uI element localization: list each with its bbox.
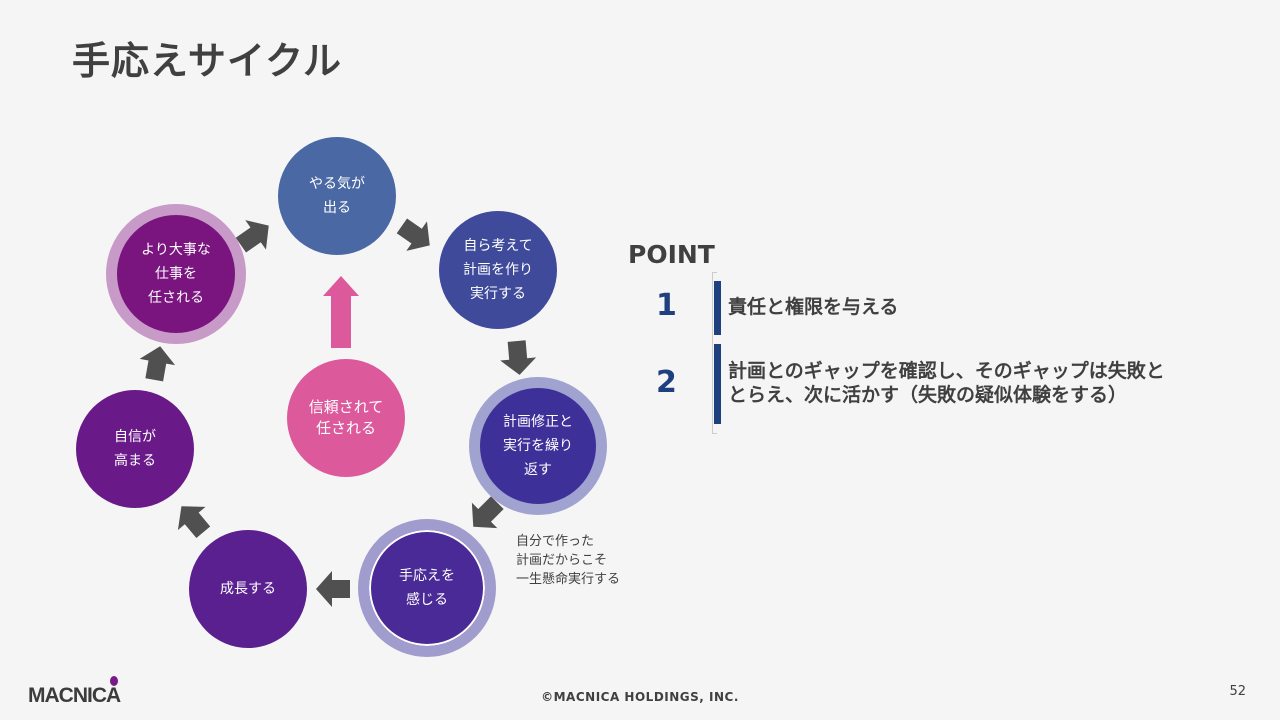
step-label: 自信が 高まる xyxy=(114,429,156,469)
step-label: 自ら考えて 計画を作り 実行する xyxy=(463,238,533,302)
arrow-icon xyxy=(235,220,269,253)
step-label: 信頼されて 任される xyxy=(308,398,384,437)
arrow-icon xyxy=(500,340,537,375)
point-number: 1 xyxy=(656,288,677,323)
bracket-divider xyxy=(712,272,717,434)
cycle-step-revise-repeat: 計画修正と 実行を繰り 返す xyxy=(469,377,607,515)
step-label: 成長する xyxy=(220,581,276,597)
cycle-step-grow: 成長する xyxy=(189,530,307,648)
arrow-icon xyxy=(396,218,430,251)
point-bar xyxy=(714,344,721,424)
page-title: 手応えサイクル xyxy=(72,39,342,83)
step-label: やる気が 出る xyxy=(309,176,365,216)
cycle-step-bigger-work: より大事な 仕事を 任される xyxy=(106,204,246,344)
copyright: ©MACNICA HOLDINGS, INC. xyxy=(541,690,739,704)
cycle-step-feel-response: 手応えを 感じる xyxy=(358,519,496,657)
note-text: 自分で作った 計画だからこそ 一生懸命実行する xyxy=(516,534,621,587)
step-label: より大事な 仕事を 任される xyxy=(141,242,211,306)
step-label: 計画修正と 実行を繰り 返す xyxy=(503,414,573,478)
point-heading: POINT xyxy=(628,240,715,269)
cycle-step-plan-execute: 自ら考えて 計画を作り 実行する xyxy=(439,211,557,329)
logo-dot xyxy=(110,676,118,686)
point-text: 責任と権限を与える xyxy=(728,296,899,318)
trusted-center: 信頼されて 任される xyxy=(287,359,405,477)
arrow-icon xyxy=(139,346,176,382)
pink-up-arrow-icon xyxy=(323,276,359,348)
arrow-icon xyxy=(471,496,504,529)
point-number: 2 xyxy=(656,365,677,400)
arrow-icon xyxy=(316,571,350,607)
cycle-step-confidence: 自信が 高まる xyxy=(76,390,194,508)
page-number: 52 xyxy=(1229,684,1246,699)
arrow-icon xyxy=(177,506,211,539)
point-text: 計画とのギャップを確認し、そのギャップは失敗と とらえ、次に活かす（失敗の疑似体… xyxy=(728,360,1165,406)
macnica-logo: MACNICA xyxy=(28,684,121,707)
point-bar xyxy=(714,281,721,335)
cycle-step-motivation: やる気が 出る xyxy=(278,137,396,255)
step-label: 手応えを 感じる xyxy=(399,568,455,608)
